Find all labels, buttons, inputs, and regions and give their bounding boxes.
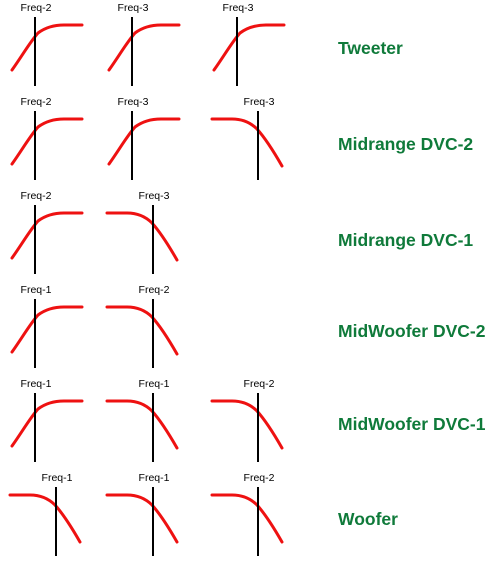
high-pass-response-curve [107, 117, 181, 166]
frequency-label: Freq-2 [243, 378, 275, 390]
low-pass-filter-plot: Freq-1 [105, 376, 195, 470]
filter-response-graphic [212, 17, 286, 86]
frequency-label: Freq-3 [117, 2, 149, 14]
filter-response-graphic [107, 111, 181, 180]
driver-name: MidWoofer DVC-1 [338, 414, 486, 434]
filter-response-graphic [105, 205, 179, 274]
low-pass-filter-plot: Freq-1 [8, 470, 98, 564]
frequency-label: Freq-1 [138, 378, 170, 390]
high-pass-filter-plot: Freq-2 [8, 188, 98, 282]
filter-response-graphic [10, 205, 84, 274]
filter-response-graphic [8, 487, 82, 556]
high-pass-response-curve [10, 23, 84, 72]
frequency-label: Freq-1 [41, 472, 73, 484]
low-pass-response-curve [105, 211, 179, 262]
high-pass-response-curve [10, 117, 84, 166]
low-pass-response-curve [210, 493, 284, 544]
driver-name: Woofer [338, 509, 398, 529]
low-pass-response-curve [210, 117, 284, 168]
high-pass-response-curve [212, 23, 286, 72]
frequency-label: Freq-3 [117, 96, 149, 108]
filter-response-graphic [10, 299, 84, 368]
high-pass-filter-plot: Freq-3 [210, 0, 300, 94]
high-pass-filter-plot: Freq-3 [105, 0, 195, 94]
filter-response-graphic [210, 393, 284, 462]
low-pass-filter-plot: Freq-2 [105, 282, 195, 376]
filter-response-graphic [210, 487, 284, 556]
low-pass-response-curve [8, 493, 82, 544]
frequency-label: Freq-1 [20, 284, 52, 296]
filter-response-graphic [105, 299, 179, 368]
frequency-label: Freq-3 [222, 2, 254, 14]
filter-response-graphic [107, 17, 181, 86]
filter-response-graphic [105, 393, 179, 462]
frequency-label: Freq-2 [138, 284, 170, 296]
low-pass-filter-plot: Freq-2 [210, 470, 300, 564]
filter-response-graphic [10, 17, 84, 86]
frequency-label: Freq-1 [138, 472, 170, 484]
filter-response-graphic [210, 111, 284, 180]
driver-name: Midrange DVC-1 [338, 230, 474, 250]
high-pass-response-curve [107, 23, 181, 72]
high-pass-response-curve [10, 211, 84, 260]
high-pass-response-curve [10, 305, 84, 354]
high-pass-response-curve [10, 399, 84, 448]
driver-name: Midrange DVC-2 [338, 134, 474, 154]
high-pass-filter-plot: Freq-1 [8, 376, 98, 470]
frequency-label: Freq-2 [20, 2, 52, 14]
filter-response-graphic [105, 487, 179, 556]
low-pass-response-curve [210, 399, 284, 450]
filter-response-graphic [10, 111, 84, 180]
driver-name: MidWoofer DVC-2 [338, 321, 486, 341]
low-pass-response-curve [105, 305, 179, 356]
high-pass-filter-plot: Freq-2 [8, 94, 98, 188]
high-pass-filter-plot: Freq-1 [8, 282, 98, 376]
low-pass-filter-plot: Freq-2 [210, 376, 300, 470]
frequency-label: Freq-2 [20, 96, 52, 108]
low-pass-filter-plot: Freq-3 [105, 188, 195, 282]
low-pass-filter-plot: Freq-3 [210, 94, 300, 188]
driver-name: Tweeter [338, 38, 403, 58]
frequency-label: Freq-2 [20, 190, 52, 202]
low-pass-response-curve [105, 493, 179, 544]
low-pass-response-curve [105, 399, 179, 450]
frequency-label: Freq-2 [243, 472, 275, 484]
frequency-label: Freq-3 [243, 96, 275, 108]
frequency-label: Freq-1 [20, 378, 52, 390]
frequency-label: Freq-3 [138, 190, 170, 202]
high-pass-filter-plot: Freq-3 [105, 94, 195, 188]
filter-response-graphic [10, 393, 84, 462]
high-pass-filter-plot: Freq-2 [8, 0, 98, 94]
low-pass-filter-plot: Freq-1 [105, 470, 195, 564]
